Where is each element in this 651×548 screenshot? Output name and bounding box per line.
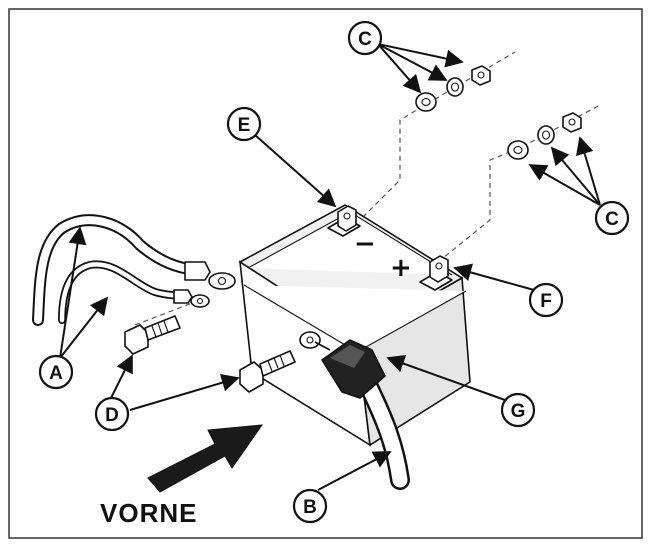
callout-g: G (500, 392, 536, 428)
callout-a: A (38, 354, 74, 390)
callout-c-top-label: C (358, 29, 372, 50)
loose-bolt (124, 315, 181, 355)
front-direction-label: VORNE (100, 498, 197, 528)
positive-terminal-post (419, 255, 453, 291)
positive-cable (299, 331, 410, 490)
callout-c-right: C (594, 200, 630, 236)
callout-f-label: F (540, 291, 552, 312)
nut-washer-set-upper (415, 65, 491, 112)
diagram-frame (8, 8, 643, 539)
callout-b-label: B (303, 497, 317, 518)
callout-b: B (292, 488, 328, 524)
callout-e-label: E (238, 115, 251, 136)
callout-d-label: D (105, 405, 119, 426)
battery (238, 204, 471, 447)
callout-f: F (528, 282, 564, 318)
callout-g-label: G (511, 401, 526, 422)
callout-d: D (94, 396, 130, 432)
callout-c-top: C (347, 20, 383, 56)
nut-washer-set-right (507, 112, 582, 160)
positive-terminal-mark: + (390, 253, 412, 283)
negative-terminal-mark: − (354, 229, 376, 259)
front-direction-arrow (147, 424, 264, 493)
negative-cables (32, 214, 236, 326)
terminal-bolt (239, 350, 296, 393)
callout-e: E (226, 106, 262, 142)
callout-a-label: A (49, 363, 63, 384)
callout-c-right-label: C (605, 209, 619, 230)
negative-terminal-post (327, 205, 361, 237)
leader-lines (59, 43, 601, 491)
